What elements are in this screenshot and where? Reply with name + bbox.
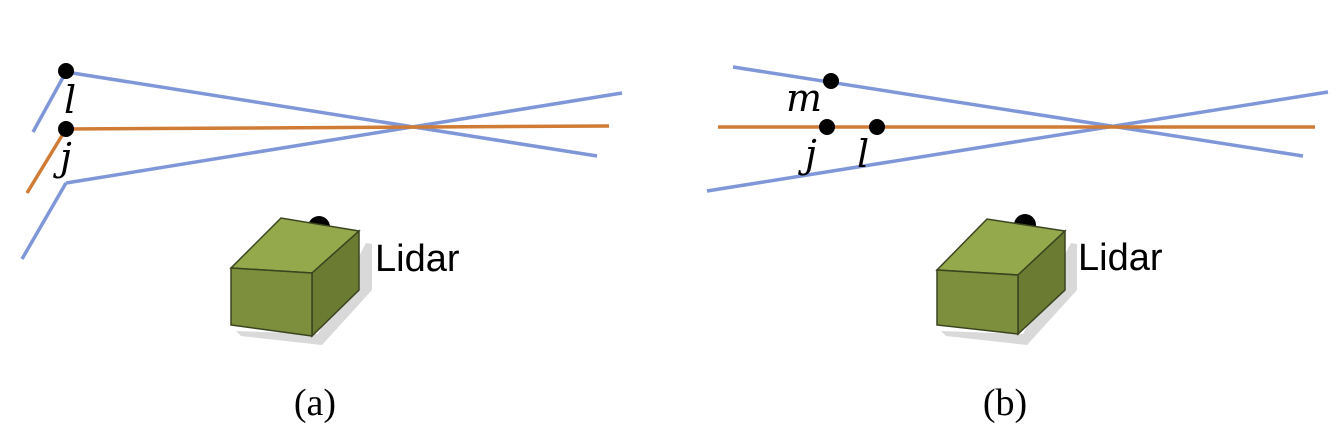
panel-a-lidar-front-face bbox=[230, 267, 313, 337]
panel-a-point-j bbox=[58, 121, 74, 137]
panel-b-point-m bbox=[823, 73, 839, 89]
panel-b-lower-scan-line bbox=[706, 90, 1329, 193]
panel-a-lidar-device bbox=[229, 216, 372, 345]
panel-b-point-j bbox=[819, 119, 835, 135]
panel-a-point-l-label: l bbox=[64, 78, 76, 122]
panel-a-point-j-label: j bbox=[53, 135, 72, 179]
panel-a-center-line bbox=[65, 124, 610, 131]
panel-a-upper-left-segment bbox=[31, 71, 68, 133]
panel-b-caption: (b) bbox=[983, 382, 1027, 424]
panel-a-lower-scan-line bbox=[65, 91, 623, 185]
panel-a: l j Lidar (a) bbox=[20, 63, 623, 424]
panel-b-point-m-label: m bbox=[786, 76, 822, 120]
panel-b-lidar-front-face bbox=[936, 269, 1019, 335]
panel-a-lidar-label: Lidar bbox=[375, 238, 460, 280]
panel-a-lidar-shadow bbox=[236, 243, 372, 345]
panel-b-point-l bbox=[869, 119, 885, 135]
panel-b-point-l-label: l bbox=[857, 132, 869, 176]
panel-a-point-l bbox=[58, 63, 74, 79]
panel-b: m j l Lidar (b) bbox=[706, 65, 1329, 424]
panel-a-lower-left-segment bbox=[20, 182, 68, 260]
panel-b-point-j-label: j bbox=[798, 132, 817, 176]
panel-b-lidar-shadow bbox=[941, 243, 1077, 345]
panel-b-lidar-label: Lidar bbox=[1078, 237, 1163, 279]
panel-b-lidar-device bbox=[935, 214, 1077, 345]
panel-a-center-left-segment bbox=[25, 128, 68, 194]
panel-a-upper-scan-line bbox=[65, 70, 598, 158]
panel-a-caption: (a) bbox=[294, 382, 336, 424]
